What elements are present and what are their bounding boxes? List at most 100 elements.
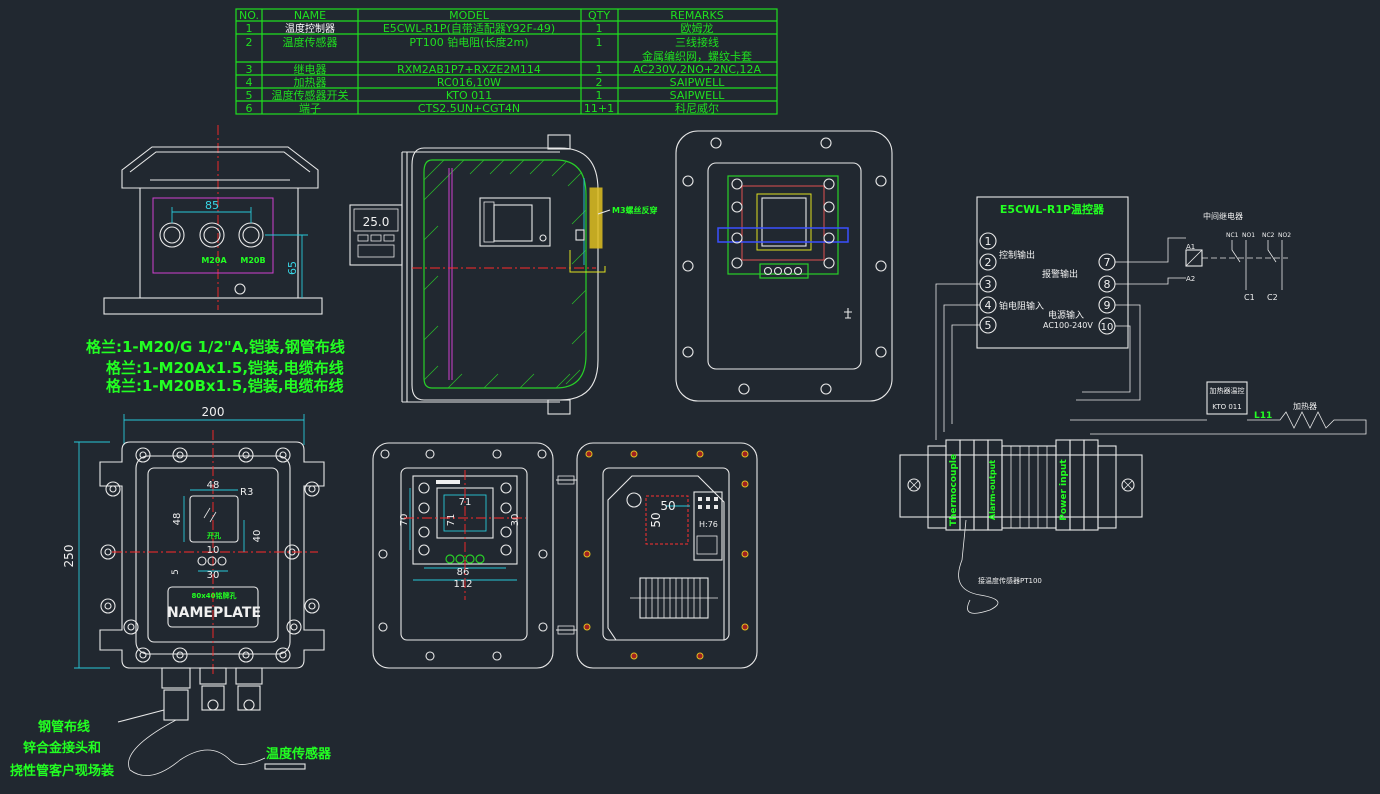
bom-row-no: 2 bbox=[246, 36, 253, 49]
controller-title: E5CWL-R1P温控器 bbox=[1000, 202, 1105, 216]
side-section-view: 25.0 bbox=[349, 134, 658, 415]
bom-row-model: KTO 011 bbox=[446, 89, 492, 102]
terminal-4: 4 bbox=[985, 299, 992, 312]
dim-50-height: 50 bbox=[649, 512, 663, 527]
relay-nc1: NC1 bbox=[1226, 232, 1239, 239]
bom-row-no: 5 bbox=[246, 89, 253, 102]
terminal-10: 10 bbox=[1101, 322, 1114, 333]
bom-row-name: 温度传感器 bbox=[283, 35, 338, 49]
m3-screw-label: M3螺丝反穿 bbox=[612, 205, 658, 215]
relay-nc2: NC2 bbox=[1262, 232, 1275, 239]
terminal-5: 5 bbox=[985, 319, 992, 332]
thermostat-model: KTO 011 bbox=[1212, 403, 1241, 411]
bom-row-name: 温度控制器 bbox=[285, 22, 335, 35]
relay-c2: C2 bbox=[1267, 293, 1278, 302]
label-alarm-output: 报警输出 bbox=[1042, 268, 1078, 280]
bom-row-remarks-2: 金属编织网，螺纹卡套 bbox=[642, 49, 752, 63]
dim-r3: R3 bbox=[240, 487, 253, 498]
terminal-3: 3 bbox=[985, 278, 992, 291]
bom-row-model: E5CWL-R1P(自带适配器Y92F-49) bbox=[383, 22, 555, 35]
bom-table: NO. NAME MODEL QTY REMARKS 1 温度控制器 E5CWL… bbox=[235, 8, 778, 115]
dim-30: 30 bbox=[207, 570, 220, 581]
dim-48-width: 48 bbox=[207, 480, 220, 491]
gland-label-a: M20A bbox=[201, 256, 227, 265]
dim-50-width: 50 bbox=[660, 499, 675, 513]
panel-view bbox=[675, 130, 893, 402]
terminal-7: 7 bbox=[1104, 256, 1111, 269]
bom-row-model: CTS2.5UN+CGT4N bbox=[418, 102, 520, 115]
bom-row-remarks: 科尼威尔 bbox=[675, 101, 719, 115]
relay-no1: NO1 bbox=[1242, 232, 1255, 239]
dim-48-height: 48 bbox=[172, 513, 183, 526]
bom-row-name: 端子 bbox=[299, 102, 321, 115]
bom-row-no: 1 bbox=[246, 22, 253, 35]
wire-l11: L11 bbox=[1254, 411, 1272, 421]
relay-c1: C1 bbox=[1244, 293, 1255, 302]
bom-row-remarks: 欧姆龙 bbox=[681, 21, 714, 35]
dim-200: 200 bbox=[202, 405, 225, 419]
bom-row-model: RC016,10W bbox=[437, 76, 501, 89]
nameplate-hole-label: 80x40铭牌孔 bbox=[192, 591, 237, 600]
tb-alarm-output: Alarm-output bbox=[988, 460, 997, 520]
dim-30-door: 30 bbox=[510, 514, 521, 527]
thermostat-label: 加热器温控 bbox=[1210, 386, 1245, 395]
bom-header-qty: QTY bbox=[588, 9, 610, 22]
bom-row-remarks: SAIPWELL bbox=[670, 76, 726, 89]
note-temp-sensor: 温度传感器 bbox=[266, 746, 332, 762]
dim-65: 65 bbox=[286, 261, 299, 275]
bom-row-qty: 2 bbox=[596, 76, 603, 89]
bom-header-remarks: REMARKS bbox=[670, 9, 723, 22]
terminal-9: 9 bbox=[1104, 299, 1111, 312]
wiring-diagram: E5CWL-R1P温控器 1 2 3 4 5 7 8 9 10 控制输出 报警输… bbox=[899, 196, 1367, 614]
dim-85: 85 bbox=[205, 199, 219, 212]
relay-a1: A1 bbox=[1186, 243, 1195, 251]
terminal-8: 8 bbox=[1104, 278, 1111, 291]
bom-row-qty: 1 bbox=[596, 63, 603, 76]
bom-row-qty: 1 bbox=[596, 89, 603, 102]
bom-header-name: NAME bbox=[294, 9, 326, 22]
front-view: 85 65 M20A M20B bbox=[103, 125, 323, 315]
top-view: 200 250 48 48 R3 40 开孔 10 bbox=[62, 405, 325, 723]
dim-70: 70 bbox=[399, 514, 410, 527]
label-power-range: AC100-240V bbox=[1043, 321, 1093, 330]
dim-10: 10 bbox=[207, 545, 220, 556]
gland-note-3: 格兰:1-M20Bx1.5,铠装,电缆布线 bbox=[106, 377, 344, 395]
bom-header-model: MODEL bbox=[449, 9, 490, 22]
gland-note-1: 格兰:1-M20/G 1/2"A,铠装,钢管布线 bbox=[86, 338, 345, 356]
bom-row-model: RXM2AB1P7+RXZE2M114 bbox=[397, 63, 541, 76]
label-control-output: 控制输出 bbox=[999, 249, 1035, 261]
label-power-input: 电源输入 bbox=[1048, 309, 1084, 321]
bom-row-remarks: AC230V,2NO+2NC,12A bbox=[633, 63, 762, 76]
bom-row-name: 温度传感器开关 bbox=[272, 88, 349, 102]
bottom-notes: 钢管布线 锌合金接头和 挠性管客户现场装 温度传感器 bbox=[10, 719, 332, 779]
bom-header-no: NO. bbox=[239, 9, 259, 22]
sensor-pt100-label: 接温度传感器PT100 bbox=[978, 576, 1042, 585]
dim-112: 112 bbox=[453, 579, 472, 590]
bom-row-model: PT100 铂电阻(长度2m) bbox=[409, 35, 528, 49]
dim-h76: H:76 bbox=[699, 520, 718, 529]
bom-row-qty: 1 bbox=[596, 36, 603, 49]
dim-5: 5 bbox=[171, 569, 181, 575]
bom-row-remarks: 三线接线 bbox=[675, 35, 719, 49]
dim-86: 86 bbox=[457, 567, 470, 578]
relay-title: 中间继电器 bbox=[1203, 211, 1243, 221]
cutout-label: 开孔 bbox=[207, 531, 221, 540]
bom-row-name: 加热器 bbox=[294, 76, 327, 89]
gland-note-2: 格兰:1-M20Ax1.5,铠装,电缆布线 bbox=[106, 359, 344, 377]
dim-250: 250 bbox=[62, 545, 76, 568]
gland-notes: 格兰:1-M20/G 1/2"A,铠装,钢管布线 格兰:1-M20Ax1.5,铠… bbox=[86, 338, 345, 395]
note-zinc-joint: 锌合金接头和 bbox=[23, 740, 101, 756]
relay-no2: NO2 bbox=[1278, 232, 1291, 239]
note-steel-pipe: 钢管布线 bbox=[38, 719, 90, 735]
terminal-1: 1 bbox=[985, 235, 992, 248]
gland-label-b: M20B bbox=[240, 256, 265, 265]
terminal-2: 2 bbox=[985, 256, 992, 269]
tb-power-input: Power input bbox=[1059, 459, 1069, 521]
bom-row-qty: 11+1 bbox=[584, 102, 614, 115]
heater-label: 加热器 bbox=[1293, 401, 1317, 411]
bom-row-no: 6 bbox=[246, 102, 253, 115]
label-rtd-input: 铂电阻输入 bbox=[999, 300, 1044, 312]
nameplate-text: NAMEPLATE bbox=[167, 605, 261, 621]
relay-a2: A2 bbox=[1186, 275, 1195, 283]
bom-row-no: 3 bbox=[246, 63, 253, 76]
